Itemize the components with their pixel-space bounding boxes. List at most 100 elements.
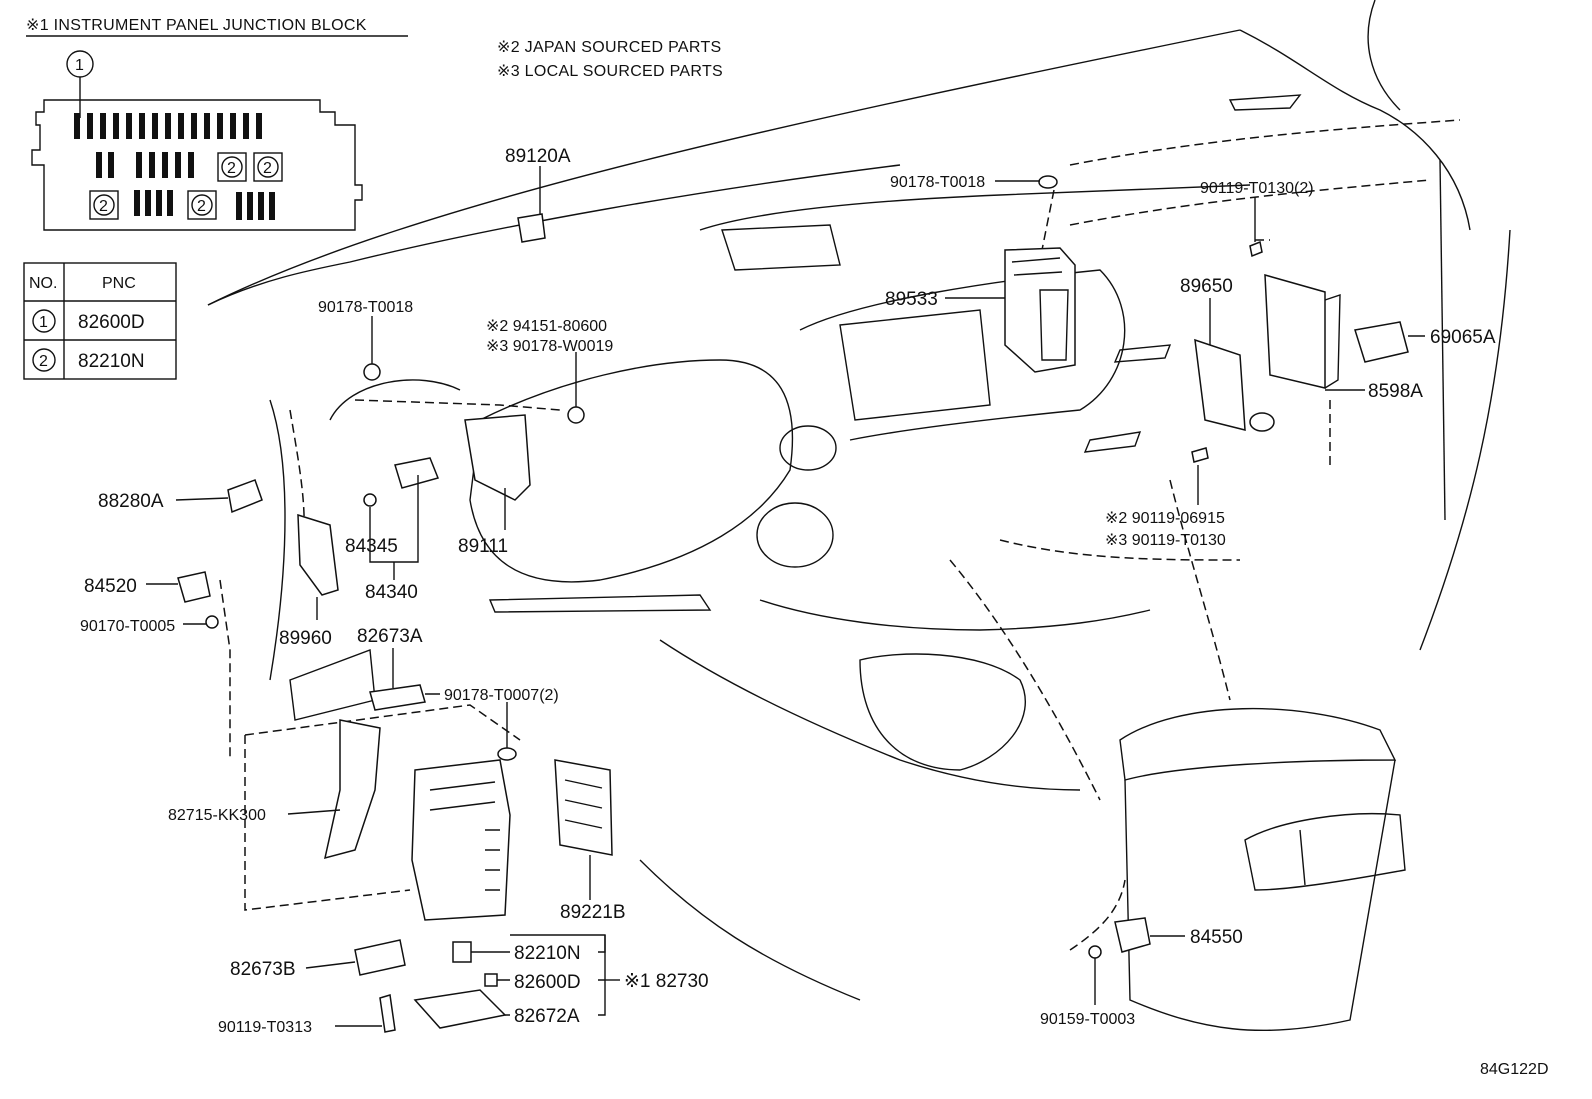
part-screw-90119-t0313: [379, 994, 396, 1033]
fuse-slot: [162, 152, 168, 178]
fuse-circle-2b: [257, 156, 279, 178]
fuse-slot: [126, 113, 132, 139]
part-clip-90178-t0018-top: [1038, 175, 1058, 189]
fuse-slot: [100, 113, 106, 139]
label-89650: 89650: [1180, 276, 1233, 297]
part-82673b: [354, 939, 406, 976]
table-row1-pnc: 82600D: [78, 312, 145, 333]
pillar-line: [1367, 0, 1401, 111]
fuse-slot: [108, 152, 114, 178]
part-nut-90170-t0005: [205, 615, 219, 629]
diagram-id: 84G122D: [1480, 1061, 1549, 1078]
glovebox-handle: [488, 594, 712, 613]
part-screw-90159-t0003: [1088, 945, 1102, 959]
part-84340: [394, 457, 440, 489]
label-82730: ※1 82730: [624, 971, 709, 992]
fuse-slot: [269, 192, 275, 220]
fuse-slot: [134, 190, 140, 216]
fuse-slot: [247, 192, 253, 220]
leader-82673b: [305, 961, 356, 969]
fuse-row-bottom: [134, 190, 275, 220]
dash-top-edge: [207, 29, 1241, 306]
console-side: [659, 639, 1081, 791]
right-slot-2: [1113, 344, 1172, 363]
fuse-slot: [175, 152, 181, 178]
dashed-lower-right: [1069, 879, 1126, 951]
part-82210n: [452, 941, 472, 963]
part-clip-90178-t0018-left: [363, 363, 381, 381]
part-82600d: [484, 973, 498, 987]
part-84520: [177, 571, 211, 603]
label-88280a: 88280A: [98, 491, 164, 512]
dash-upper-ridge: [207, 164, 901, 306]
fuse-slot: [136, 152, 142, 178]
label-84340: 84340: [365, 582, 418, 603]
fuse-slot: [243, 113, 249, 139]
dashed-upper-2: [1069, 179, 1431, 226]
label-90178-t0018-top: 90178-T0018: [890, 174, 985, 191]
part-screw-90119-t0130-2: [1249, 240, 1263, 258]
label-82600d: 82600D: [514, 972, 581, 993]
dashed-console-2: [999, 539, 1241, 561]
fuse-box-2c: [89, 190, 119, 220]
part-labels: 89120A 90178-T0018 90119-T0130(2) 89533 …: [80, 146, 1549, 1078]
label-82210n: 82210N: [514, 943, 581, 964]
label-89120a: 89120A: [505, 146, 571, 167]
fuse-slot: [156, 190, 162, 216]
part-clip-90178-t0007: [497, 747, 517, 761]
label-94151-80600: ※2 94151-80600: [486, 318, 607, 335]
label-84550: 84550: [1190, 927, 1243, 948]
table-header-no: NO.: [29, 275, 57, 292]
fuse-row-top: [74, 113, 262, 139]
fuse-box-2d: [187, 190, 217, 220]
dash-right-top: [1239, 29, 1471, 231]
label-84520: 84520: [84, 576, 137, 597]
part-clip-90178-w0019: [567, 406, 585, 424]
vent-slot-top: [1228, 94, 1302, 111]
armrest-top: [1119, 707, 1397, 781]
label-89960: 89960: [279, 628, 332, 649]
table-header-pnc: PNC: [102, 275, 136, 292]
label-82672a: 82672A: [514, 1006, 580, 1027]
fuse-box-2b: [253, 152, 283, 182]
fuse-slot: [87, 113, 93, 139]
console-pocket: [859, 653, 1026, 771]
fuse-label-2c: 2: [99, 198, 108, 215]
center-vent: [721, 224, 841, 271]
dashboard-outline: [207, 0, 1511, 1032]
dash-middle-ridge: [699, 184, 1251, 231]
dashed-console-1: [949, 559, 1101, 801]
console-top-edge: [759, 599, 1151, 631]
label-89111: 89111: [458, 536, 508, 557]
center-stack: [799, 269, 1126, 441]
label-69065a: 69065A: [1430, 327, 1496, 348]
rear-vents: [1244, 813, 1406, 891]
fuse-slot: [204, 113, 210, 139]
table-row2-pnc: 82210N: [78, 351, 145, 372]
part-89221b-detail: [564, 779, 603, 829]
fuse-slot: [230, 113, 236, 139]
vent-round-large: [756, 502, 834, 568]
label-82673b: 82673B: [230, 959, 296, 980]
part-82673a: [369, 684, 426, 711]
fuse-slot: [139, 113, 145, 139]
fuse-label-2d: 2: [197, 198, 206, 215]
table-row2-no: 2: [39, 353, 48, 370]
dashed-regions: [219, 119, 1461, 951]
glovebox-area: [469, 359, 794, 583]
dash-right-bottom: [1419, 229, 1511, 651]
fuse-slot: [96, 152, 102, 178]
part-82715-kk300: [324, 719, 381, 860]
vent-round-small: [779, 425, 837, 471]
label-90119-06915: ※2 90119-06915: [1105, 510, 1225, 527]
part-82672a: [413, 989, 507, 1029]
label-90119-t0313: 90119-T0313: [218, 1019, 312, 1036]
fuse-slot: [178, 113, 184, 139]
label-90170-t0005: 90170-T0005: [80, 618, 175, 635]
part-84345: [363, 493, 377, 507]
label-8598a: 8598A: [1368, 381, 1423, 402]
fuse-slot: [191, 113, 197, 139]
note-japan-sourced: ※2 JAPAN SOURCED PARTS: [497, 39, 722, 56]
fuse-slot: [236, 192, 242, 220]
